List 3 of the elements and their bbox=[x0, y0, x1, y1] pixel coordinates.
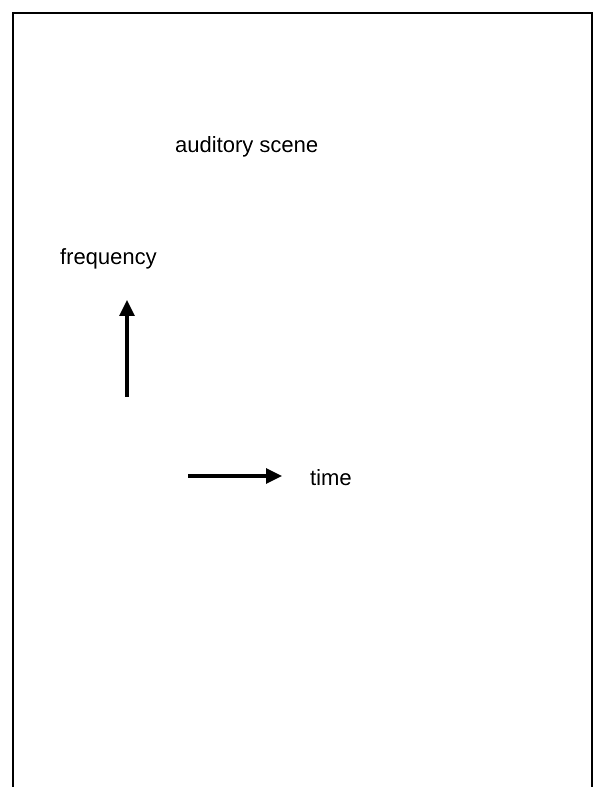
axis-label: time bbox=[310, 465, 352, 490]
axis-label: frequency bbox=[60, 244, 157, 270]
scene-label: auditory scene bbox=[175, 132, 318, 158]
